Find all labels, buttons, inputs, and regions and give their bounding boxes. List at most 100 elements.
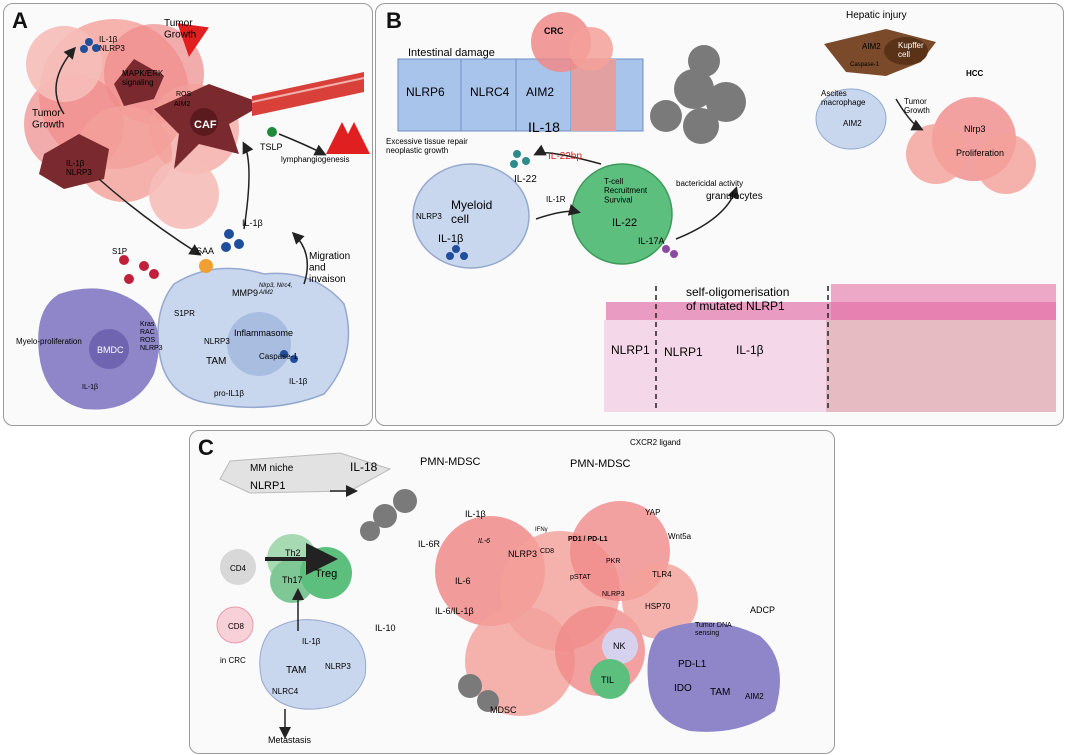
caf-lower-cell (39, 134, 109, 189)
arrow-t-granulocyte (675, 186, 739, 240)
bmdc-cell (38, 288, 159, 410)
c-il1b-t: IL-1β (465, 509, 486, 519)
c-pdl1: PD-L1 (678, 659, 707, 670)
c-pmn-left: PMN-MDSC (420, 456, 481, 468)
a-ros: ROS (176, 91, 192, 98)
c-il10: IL-10 (375, 623, 396, 633)
granulocytes (650, 45, 746, 144)
il17a-dots (662, 245, 678, 258)
c-til: TIL (601, 675, 614, 685)
panel-b-svg: CRC Intestinal damage NLRP6 NLRC4 AIM2 I… (386, 10, 1056, 412)
b-nlrc4: NLRC4 (470, 85, 510, 99)
tumor-mass-c (435, 501, 698, 716)
a-saa: SAA (196, 246, 214, 256)
b-granulocytes: granulocytes (706, 191, 763, 202)
c-pstat: pSTAT (570, 574, 591, 581)
c-th2: Th2 (285, 548, 301, 558)
c-cd8-t: CD8 (540, 548, 554, 555)
c-il6: IL-6 (455, 576, 471, 586)
cd8-cell (216, 606, 254, 644)
myeloid-cell (412, 163, 530, 269)
c-cd4: CD4 (230, 564, 247, 573)
c-nlrp3-b: NLRP3 (602, 591, 625, 598)
b-nlrp3: NLRP3 (416, 212, 442, 221)
a-caspase1: Caspase-1 (259, 352, 298, 361)
panel-c-svg: MM niche NLRP1 IL-18 PMN-MDSC PMN-MDSC C… (216, 438, 780, 745)
c-tlr4: TLR4 (652, 570, 672, 579)
a-nlrp-small: Nlrp3, Nlrc4,AIM2 (258, 283, 292, 296)
epithelium (397, 58, 644, 132)
c-mdsc: MDSC (490, 705, 517, 715)
c-wnt5a: Wnt5a (668, 532, 692, 541)
c-il1b-tam: IL-1β (302, 637, 321, 646)
c-in-crc: in CRC (220, 656, 246, 665)
c-treg: Treg (315, 568, 337, 580)
crc-tumor (531, 12, 613, 72)
c-mm-niche: MM niche (250, 463, 294, 474)
a-tslp: TSLP (260, 142, 283, 152)
panel-c: C (189, 430, 835, 754)
lymph-vessel (251, 72, 365, 116)
saa-dot (199, 259, 213, 273)
a-il1b: IL-1β (242, 218, 263, 228)
tam-cell-c (259, 619, 367, 710)
b-il18: IL-18 (528, 119, 560, 135)
c-th17: Th17 (282, 575, 303, 585)
b-caspase1: Caspase-1 (850, 62, 880, 68)
panel-b-label: B (386, 8, 402, 33)
mdsc-cluster-top (360, 489, 417, 541)
c-ido: IDO (674, 683, 692, 694)
c-hsp70: HSP70 (645, 602, 671, 611)
c-adcp: ADCP (750, 605, 775, 615)
b-nlrp6: NLRP6 (406, 85, 445, 99)
b-il17a: IL-17A (638, 236, 665, 246)
c-tam: TAM (286, 665, 306, 676)
b-il1r: IL-1R (546, 195, 566, 204)
a-tam: TAM (206, 356, 226, 367)
b-hcc: HCC (966, 69, 984, 78)
th-cells (267, 534, 352, 603)
tam-cell-a (157, 267, 350, 409)
c-il18: IL-18 (350, 460, 378, 474)
a-lymph: lymphangiogenesis (281, 155, 350, 164)
skin-layer (604, 284, 1056, 412)
panel-a: A (3, 3, 373, 426)
c-nlrp3-tam: NLRP3 (325, 662, 351, 671)
il1b-dots-a (80, 38, 298, 363)
arrow-il22 (533, 144, 602, 165)
a-s1pr: S1PR (174, 309, 195, 318)
b-il1b-skin: IL-1β (736, 343, 764, 357)
tslp-dot (267, 127, 277, 137)
c-aim2: AIM2 (745, 692, 764, 701)
a-pro-il1b: pro-IL1β (214, 389, 244, 398)
b-crc: CRC (544, 26, 564, 36)
panel-a-label: A (12, 8, 28, 33)
il22-dots (510, 150, 530, 168)
b-proliferation: Proliferation (956, 148, 1004, 158)
arrow-caf-saa (98, 178, 202, 256)
s1p-dots (119, 255, 159, 284)
arrow-growth (55, 46, 76, 115)
b-bactericidal: bactericidal activity (676, 179, 743, 188)
c-cd8: CD8 (228, 622, 245, 631)
caf-small-cell (114, 59, 164, 106)
b-aim2-kupffer: AIM2 (862, 42, 881, 51)
a-il1b-out: IL-1β (289, 377, 308, 386)
c-ifny: IFNγ (535, 527, 548, 533)
b-il1b: IL-1β (438, 233, 463, 245)
b-nlrp3-hcc: Nlrp3 (964, 124, 986, 134)
ascites-macrophage (815, 88, 887, 150)
c-metastasis: Metastasis (268, 735, 312, 745)
hcc-tumor (906, 97, 1036, 194)
til-cell (590, 659, 630, 699)
a-mmp9: MMP9 (232, 288, 258, 298)
